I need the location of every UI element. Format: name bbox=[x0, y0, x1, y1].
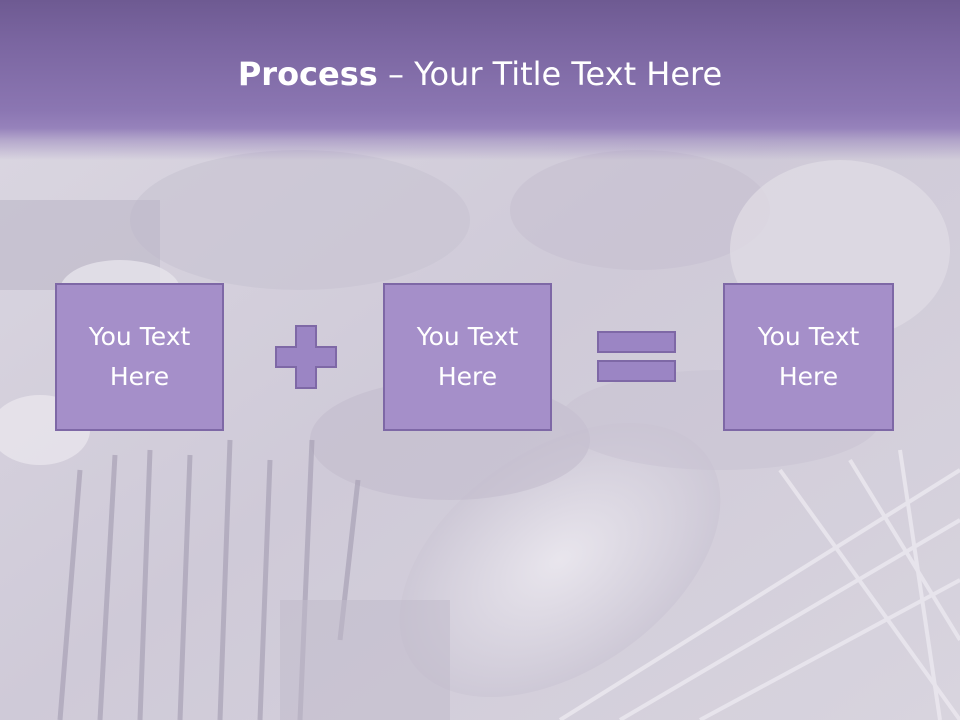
process-box-1[interactable]: You Text Here bbox=[55, 283, 224, 431]
process-box-2-text: You Text Here bbox=[416, 322, 519, 391]
process-box-3[interactable]: You Text Here bbox=[723, 283, 894, 431]
title-rest: – Your Title Text Here bbox=[377, 55, 723, 93]
process-box-1-text: You Text Here bbox=[88, 322, 191, 391]
equals-icon bbox=[597, 331, 676, 382]
title-band bbox=[0, 0, 960, 160]
title-bold: Process bbox=[237, 55, 378, 93]
plus-icon bbox=[275, 325, 337, 389]
slide-title: Process – Your Title Text Here bbox=[0, 52, 960, 96]
process-box-3-text: You Text Here bbox=[757, 322, 860, 391]
process-box-2[interactable]: You Text Here bbox=[383, 283, 552, 431]
